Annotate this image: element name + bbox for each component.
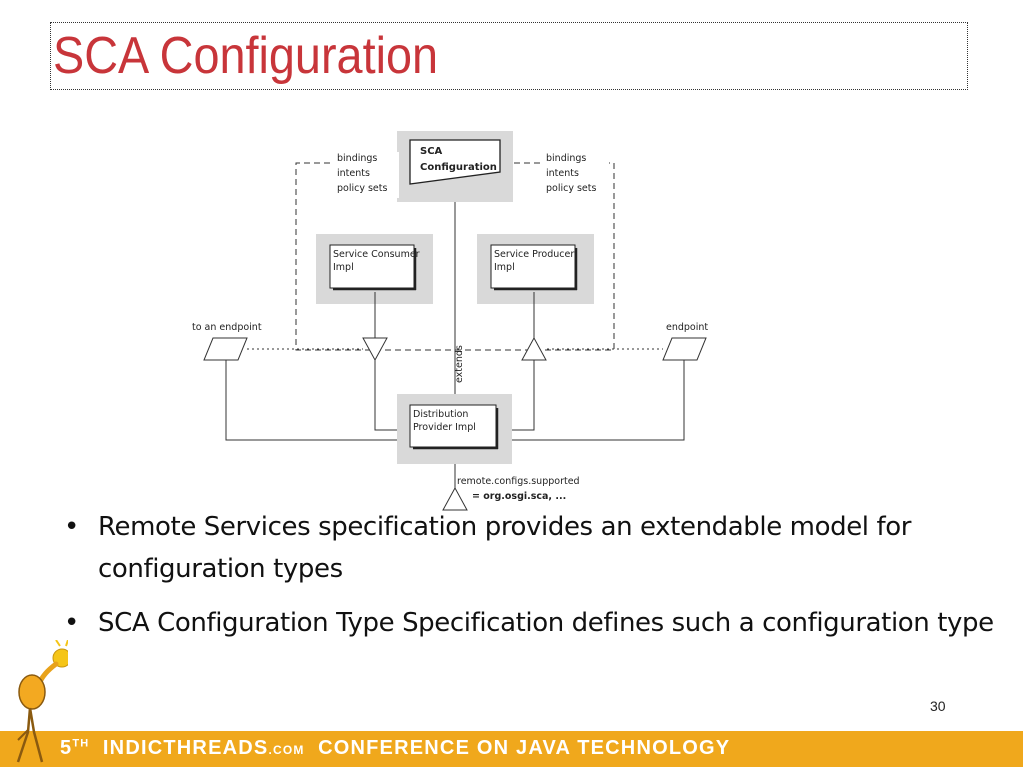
left-endpoint-shape	[203, 337, 248, 361]
left-endpoint-label: to an endpoint	[192, 322, 262, 333]
right-endpoint-label: endpoint	[666, 322, 708, 333]
left-annot-bindings: bindings	[337, 153, 377, 164]
bullet-item: •Remote Services specification provides …	[64, 512, 912, 584]
service-producer-label-1: Service Producer	[494, 249, 574, 260]
consumer-require-triangle	[362, 337, 388, 362]
footer-number: 5	[60, 737, 73, 759]
bullet-list: •Remote Services specification provides …	[60, 506, 1000, 656]
footer-bar: 5TH INDICTHREADS.COM CONFERENCE ON JAVA …	[0, 731, 1023, 767]
right-annot-intents: intents	[546, 168, 579, 179]
sca-configuration-label-2: Configuration	[420, 162, 497, 173]
distribution-provider-label-2: Provider Impl	[413, 422, 476, 433]
right-endpoint-shape	[662, 337, 707, 361]
footer-conference: CONFERENCE ON JAVA TECHNOLOGY	[318, 737, 731, 759]
remote-configs-label-1: remote.configs.supported	[457, 476, 580, 487]
service-producer-label-2: Impl	[494, 262, 515, 273]
right-annot-policy-sets: policy sets	[546, 183, 597, 194]
title-box: SCA Configuration	[50, 22, 968, 90]
distribution-provider-label-1: Distribution	[413, 409, 468, 420]
service-consumer-label-1: Service Consumer	[333, 249, 420, 260]
remote-configs-triangle	[442, 486, 468, 511]
footer-superscript: TH	[72, 737, 90, 750]
service-consumer-box	[329, 244, 415, 289]
left-annot-intents: intents	[337, 168, 370, 179]
sca-configuration-box	[409, 139, 501, 185]
sca-configuration-label-1: SCA	[420, 146, 443, 157]
distribution-provider-box	[409, 404, 497, 448]
page-number: 30	[930, 698, 946, 714]
mascot-logo-icon	[16, 640, 68, 763]
extends-label: extends	[454, 345, 465, 383]
service-consumer-label-2: Impl	[333, 262, 354, 273]
remote-configs-label-2: = org.osgi.sca, ...	[472, 491, 566, 502]
solid-connectors	[225, 202, 685, 488]
producer-provide-triangle	[521, 336, 547, 361]
footer-brand: INDICTHREADS	[102, 737, 269, 759]
bullet-item: •SCA Configuration Type Specification de…	[64, 608, 994, 638]
left-annot-policy-sets: policy sets	[337, 183, 388, 194]
bullet-text: Remote Services specification provides a…	[98, 512, 912, 584]
footer-brand-suffix: .COM	[268, 743, 305, 757]
footer-text: 5TH INDICTHREADS.COM CONFERENCE ON JAVA …	[60, 737, 730, 760]
right-annot-bindings: bindings	[546, 153, 586, 164]
bullet-text: SCA Configuration Type Specification def…	[98, 608, 994, 638]
slide-title: SCA Configuration	[53, 27, 439, 85]
